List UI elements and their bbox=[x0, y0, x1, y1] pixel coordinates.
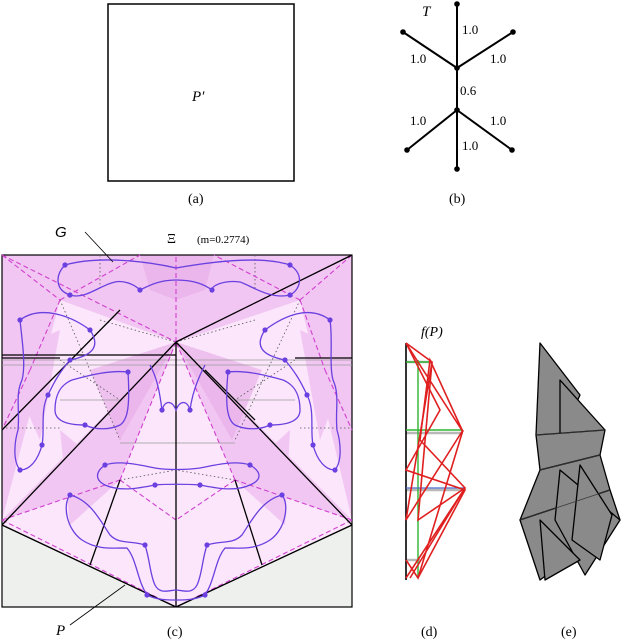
caption-c: (c) bbox=[167, 625, 183, 640]
tree-edges bbox=[402, 4, 514, 169]
grey-bars bbox=[406, 360, 465, 562]
edge-label-bottom: 1.0 bbox=[462, 138, 478, 153]
leader-g bbox=[84, 231, 114, 263]
caption-a: (a) bbox=[188, 192, 204, 207]
folded-shape-creases bbox=[519, 429, 611, 521]
panel-e: (e) bbox=[519, 342, 621, 640]
graph-g-vertices bbox=[17, 262, 338, 598]
label-f-of-p: f(P) bbox=[421, 325, 443, 340]
green-lines bbox=[406, 360, 463, 578]
edge-label-middle: 0.6 bbox=[460, 83, 477, 98]
leader-p bbox=[69, 584, 126, 626]
panel-b: T 1.0 1.0 1.0 0.6 1.0 1.0 1.0 (b) bbox=[400, 1, 516, 207]
tree-nodes bbox=[400, 1, 516, 172]
title-symbol: Ξ bbox=[167, 232, 176, 247]
panel-d: f(P) (d) bbox=[404, 325, 467, 640]
caption-b: (b) bbox=[449, 192, 466, 207]
panel-c: G Ξ (m=0.2774) P (c) bbox=[1, 224, 353, 640]
dotted-grid bbox=[2, 255, 352, 481]
tree-label: T bbox=[422, 4, 432, 20]
caption-e: (e) bbox=[561, 625, 577, 640]
square-p-prime bbox=[107, 3, 295, 182]
edge-label-upper-left: 1.0 bbox=[410, 51, 426, 66]
edge-label-top: 1.0 bbox=[462, 22, 478, 37]
edge-label-lower-left: 1.0 bbox=[410, 113, 426, 128]
label-p: P bbox=[55, 623, 65, 639]
title-param: (m=0.2774) bbox=[197, 234, 250, 246]
square-label: P′ bbox=[191, 89, 205, 105]
panel-a: P′ (a) bbox=[107, 3, 295, 207]
grey-hinge-lines bbox=[2, 359, 352, 444]
folded-shape bbox=[519, 342, 621, 581]
black-fold-lines bbox=[1, 254, 353, 608]
edge-label-lower-right: 1.0 bbox=[490, 113, 506, 128]
red-folds bbox=[404, 342, 467, 580]
caption-d: (d) bbox=[421, 625, 438, 640]
label-g: G bbox=[55, 224, 67, 241]
edge-label-upper-right: 1.0 bbox=[490, 51, 506, 66]
